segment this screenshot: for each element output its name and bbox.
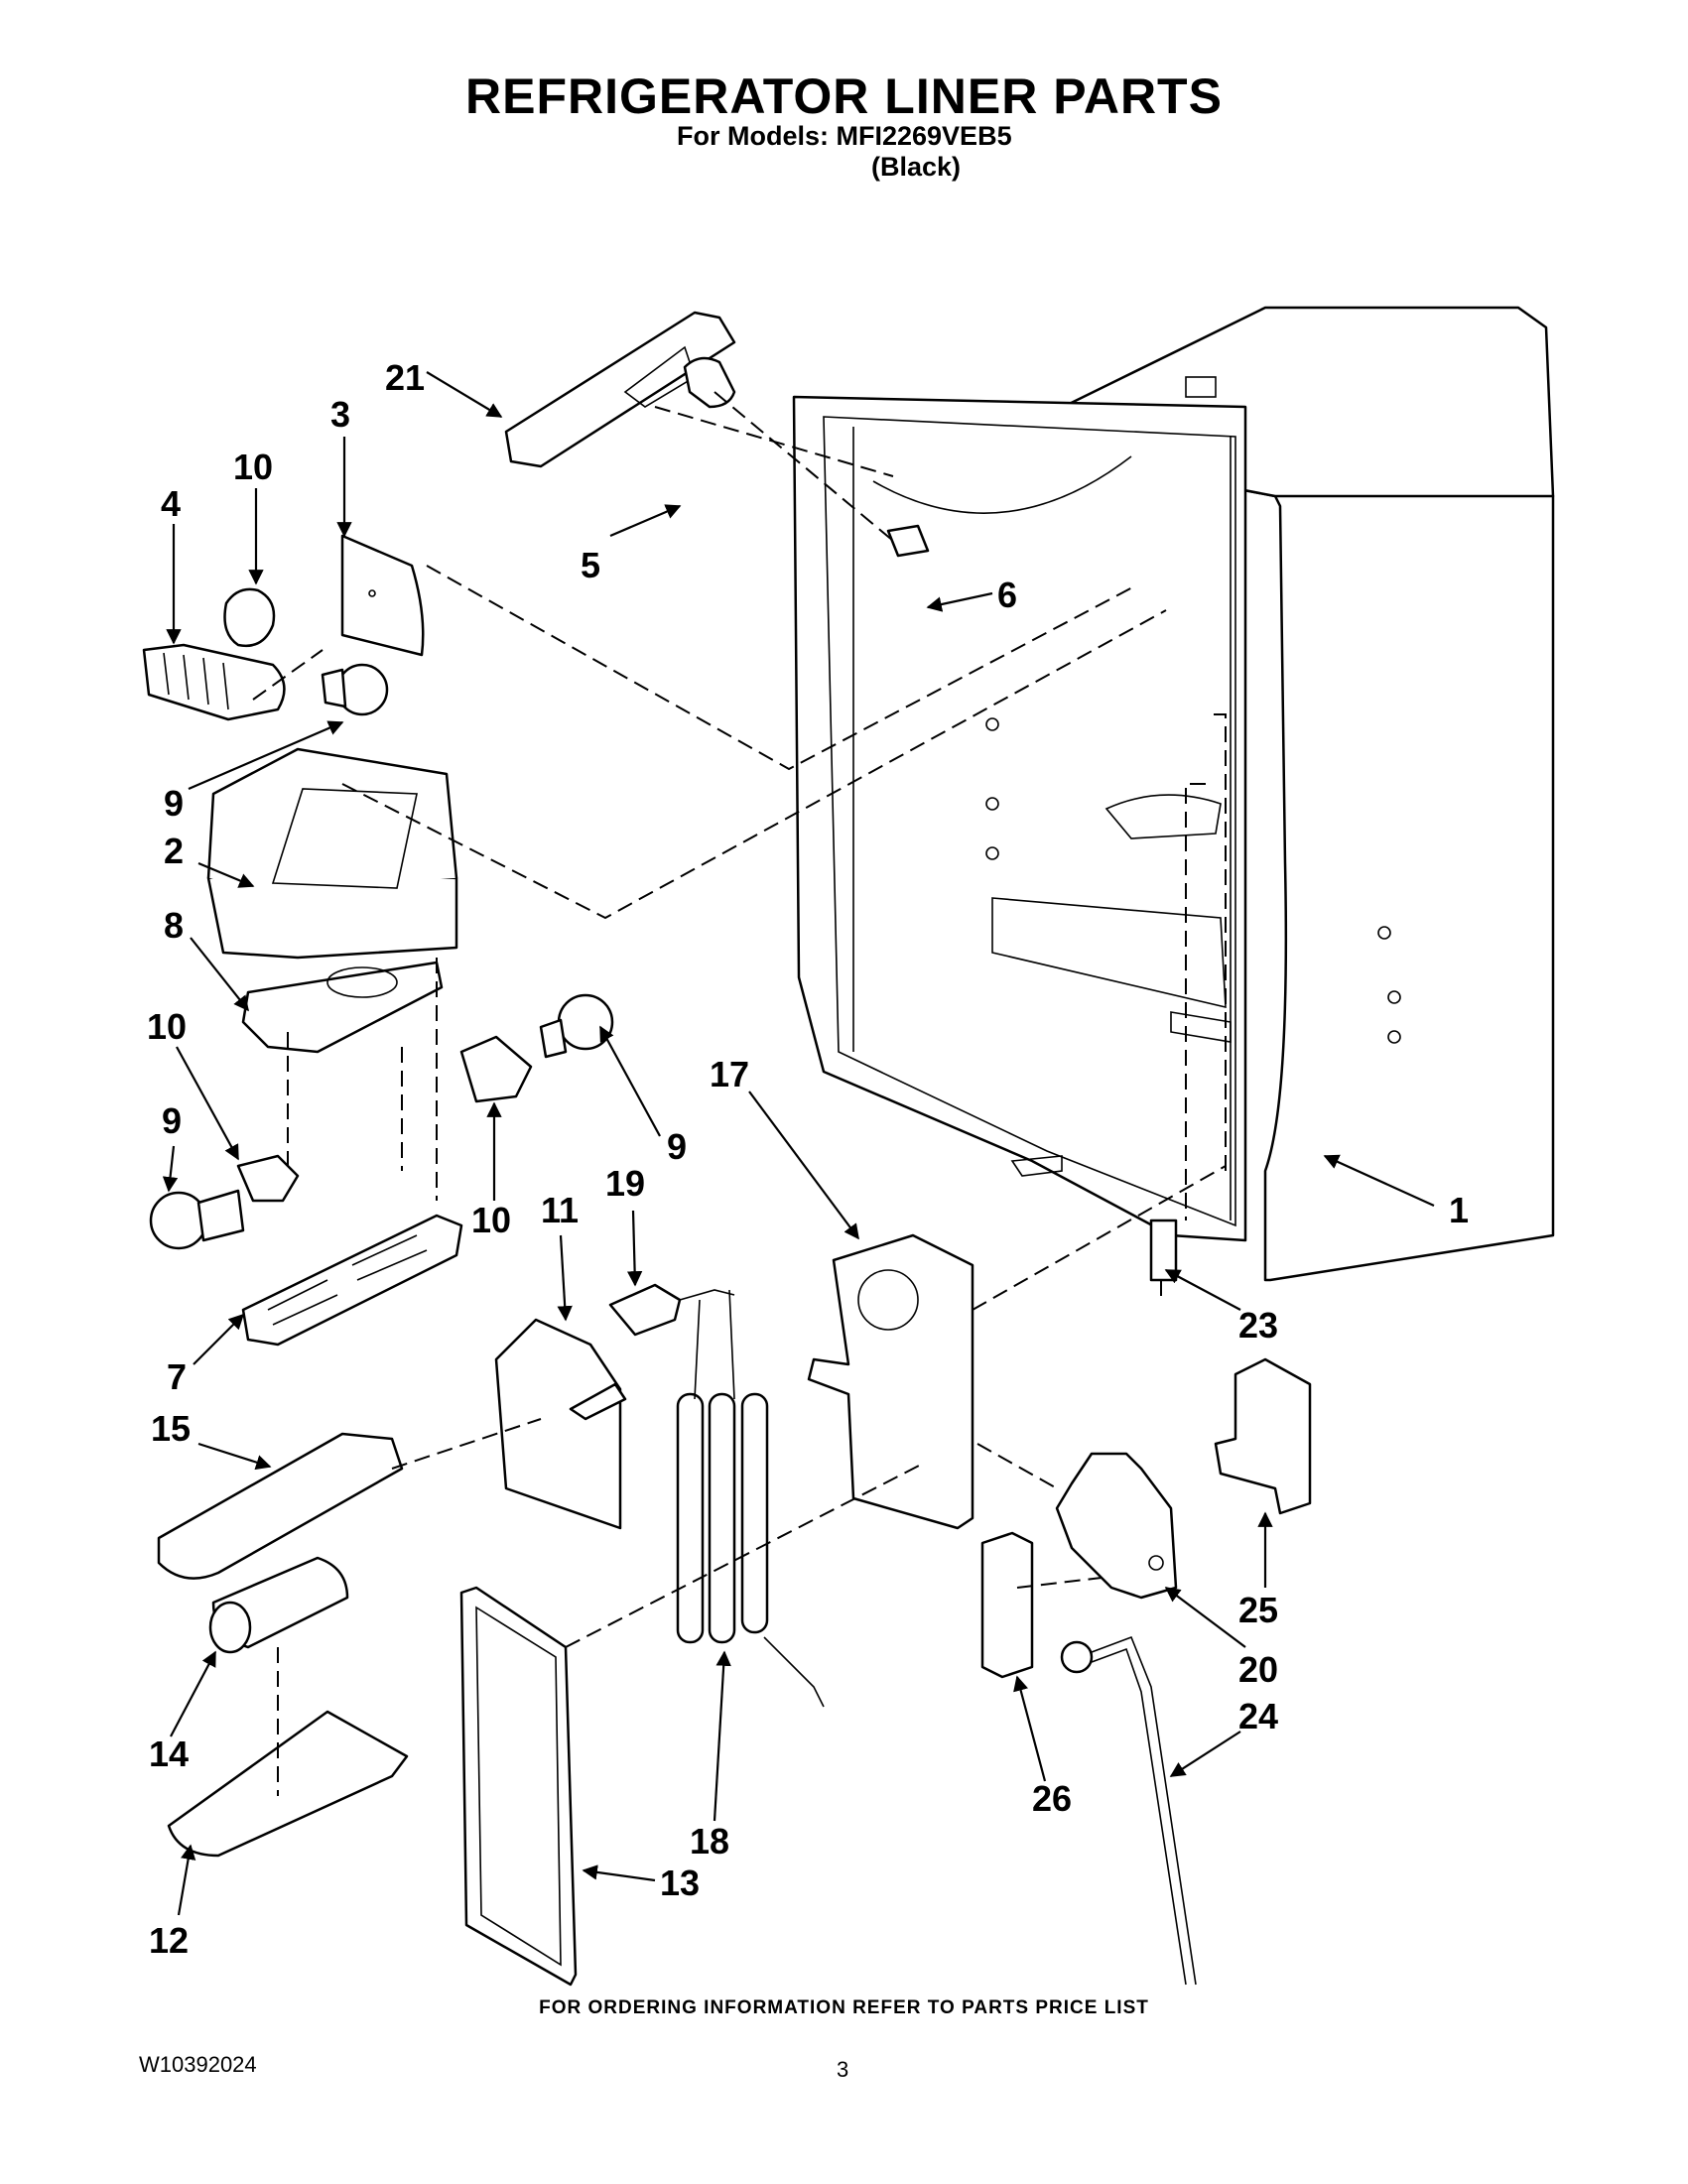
part-20 (1055, 1452, 1178, 1600)
part-18 (676, 1289, 825, 1708)
callout-11: 11 (541, 1190, 579, 1230)
part-10-mid-left (236, 1154, 300, 1203)
part-13 (459, 1586, 578, 1987)
callout-1: 1 (1449, 1190, 1469, 1230)
part-9-bulb-lower-left (149, 1189, 245, 1250)
callout-19: 19 (605, 1163, 645, 1204)
part-8 (241, 961, 444, 1054)
callout-10c: 10 (471, 1200, 511, 1240)
part-19 (608, 1283, 735, 1337)
assembly-dashed-lines (252, 391, 1227, 1796)
part-4 (142, 643, 286, 721)
models-line: For Models: MFI2269VEB5 (677, 121, 1012, 151)
part-10-top (223, 587, 276, 648)
part-25 (1214, 1357, 1312, 1515)
part-7 (241, 1214, 463, 1347)
callout-18: 18 (690, 1821, 729, 1862)
callout-24: 24 (1238, 1696, 1278, 1736)
callout-13: 13 (660, 1863, 700, 1903)
part-1-liner (792, 306, 1555, 1282)
document-number: W10392024 (139, 2052, 257, 2077)
callout-6: 6 (997, 575, 1017, 615)
callout-23: 23 (1238, 1305, 1278, 1346)
page-number: 3 (837, 2057, 849, 2082)
callout-15: 15 (151, 1408, 191, 1449)
part-10-mid (459, 1035, 533, 1103)
part-9-bulb-mid (539, 993, 614, 1059)
callout-leaders (162, 371, 1435, 1916)
callout-10a: 10 (233, 447, 273, 487)
callout-21: 21 (385, 357, 425, 398)
callout-9c: 9 (667, 1126, 687, 1167)
part-2 (206, 747, 458, 960)
callout-25: 25 (1238, 1590, 1278, 1630)
part-17 (807, 1233, 974, 1530)
color-line: (Black) (871, 152, 962, 182)
part-23 (1149, 1219, 1178, 1282)
part-24 (1060, 1635, 1197, 1986)
callout-14: 14 (149, 1734, 189, 1774)
callout-9b: 9 (162, 1100, 182, 1141)
part-11 (494, 1318, 627, 1530)
callout-7: 7 (167, 1356, 187, 1397)
callout-12: 12 (149, 1920, 189, 1961)
part-26 (980, 1531, 1034, 1679)
part-14 (208, 1556, 349, 1654)
callout-3: 3 (330, 394, 350, 435)
callout-2: 2 (164, 831, 184, 871)
part-5 (683, 356, 736, 409)
page-title: REFRIGERATOR LINER PARTS (465, 68, 1223, 124)
callout-17: 17 (710, 1054, 749, 1094)
callout-9a: 9 (164, 783, 184, 824)
callout-5: 5 (581, 545, 600, 585)
part-6 (886, 524, 930, 558)
callout-10b: 10 (147, 1006, 187, 1047)
callout-20: 20 (1238, 1649, 1278, 1690)
ordering-note: FOR ORDERING INFORMATION REFER TO PARTS … (539, 1997, 1149, 2018)
callout-4: 4 (161, 483, 181, 524)
part-12 (167, 1710, 409, 1858)
part-3 (340, 534, 425, 657)
part-15 (157, 1432, 404, 1580)
callout-26: 26 (1032, 1778, 1072, 1819)
part-9-bulb-top (321, 663, 389, 716)
callout-numbers: 21 3 10 4 5 6 9 2 8 10 9 9 10 17 19 11 1… (147, 357, 1469, 1961)
callout-8: 8 (164, 905, 184, 946)
